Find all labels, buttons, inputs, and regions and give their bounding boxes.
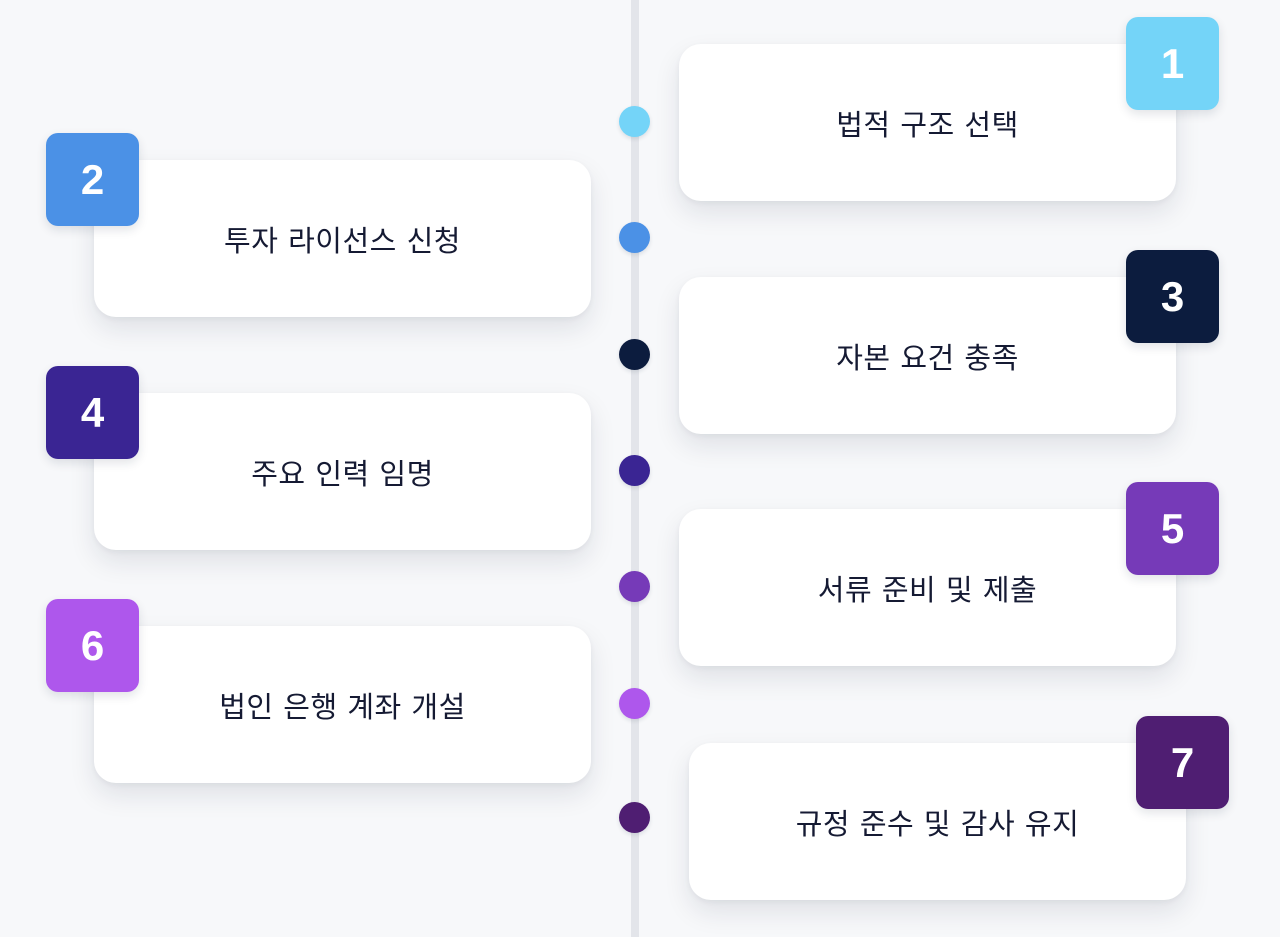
step-card-4: 주요 인력 임명 [94, 393, 591, 550]
timeline-dot-7 [619, 802, 650, 833]
step-card-6: 법인 은행 계좌 개설 [94, 626, 591, 783]
step-card-2: 투자 라이선스 신청 [94, 160, 591, 317]
step-label-2: 투자 라이선스 신청 [224, 223, 461, 258]
step-badge-3: 3 [1126, 250, 1219, 343]
step-label-4: 주요 인력 임명 [251, 456, 434, 491]
timeline-dot-4 [619, 455, 650, 486]
timeline-dot-6 [619, 688, 650, 719]
step-label-5: 서류 준비 및 제출 [817, 572, 1038, 607]
step-label-6: 법인 은행 계좌 개설 [219, 689, 466, 724]
timeline-dot-3 [619, 339, 650, 370]
step-label-7: 규정 준수 및 감사 유지 [795, 806, 1080, 841]
step-label-1: 법적 구조 선택 [836, 107, 1019, 142]
step-card-3: 자본 요건 충족 [679, 277, 1176, 434]
step-badge-5: 5 [1126, 482, 1219, 575]
step-label-3: 자본 요건 충족 [836, 340, 1019, 375]
step-badge-6: 6 [46, 599, 139, 692]
timeline-dot-1 [619, 106, 650, 137]
step-card-5: 서류 준비 및 제출 [679, 509, 1176, 666]
step-badge-4: 4 [46, 366, 139, 459]
step-card-1: 법적 구조 선택 [679, 44, 1176, 201]
timeline-dot-5 [619, 571, 650, 602]
step-badge-2: 2 [46, 133, 139, 226]
step-badge-1: 1 [1126, 17, 1219, 110]
step-badge-7: 7 [1136, 716, 1229, 809]
step-card-7: 규정 준수 및 감사 유지 [689, 743, 1186, 900]
timeline-dot-2 [619, 222, 650, 253]
